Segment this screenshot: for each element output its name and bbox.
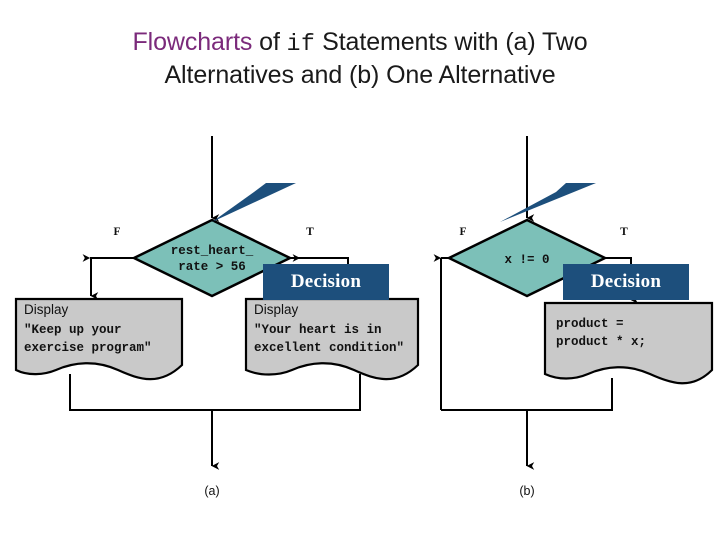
flowchart-figure: rest_heart_ rate > 56 F T Display "Keep … xyxy=(0,118,720,518)
flowchart-a: rest_heart_ rate > 56 F T Display "Keep … xyxy=(14,136,420,498)
flowchart-canvas: rest_heart_ rate > 56 F T Display "Keep … xyxy=(14,136,714,498)
caption-a: (a) xyxy=(204,484,219,498)
title-highlight-word: Flowcharts xyxy=(132,28,253,56)
display-box-false-a-header: Display xyxy=(24,302,69,317)
display-box-true-a-header: Display xyxy=(254,302,299,317)
display-box-false-a-line-1: "Keep up your xyxy=(24,323,122,337)
title-line-2: Alternatives and (b) One Alternative xyxy=(164,61,556,90)
display-box-false-a xyxy=(14,297,184,381)
callout-pointer-a xyxy=(212,183,296,222)
diamond-a-line-1: rest_heart_ xyxy=(171,244,254,258)
title-line-1: Flowcharts of if Statements with (a) Two xyxy=(0,26,720,59)
process-box-b-line-2: product * x; xyxy=(556,335,646,349)
branch-label-false-a: F xyxy=(113,226,120,238)
process-box-b-line-1: product = xyxy=(556,317,624,331)
caption-b: (b) xyxy=(519,484,534,498)
branch-label-false-b: F xyxy=(459,226,466,238)
callout-decision-b: Decision xyxy=(563,264,689,300)
callout-decision-a: Decision xyxy=(263,264,389,300)
process-box-b xyxy=(543,301,714,385)
display-box-true-a-line-1: "Your heart is in xyxy=(254,323,382,337)
merge-path-a xyxy=(69,374,361,411)
page-title: Flowcharts of if Statements with (a) Two… xyxy=(0,26,720,91)
diamond-a xyxy=(131,218,293,298)
display-box-false-a-line-2: exercise program" xyxy=(24,341,152,355)
merge-path-b xyxy=(441,378,613,411)
title-mid-text-2: Statements with (a) Two xyxy=(315,28,588,56)
diamond-a-line-2: rate > 56 xyxy=(178,260,246,274)
title-mid-text-1: of xyxy=(252,28,287,56)
title-mono-keyword: if xyxy=(286,31,316,57)
diamond-b-line-1: x != 0 xyxy=(504,253,549,267)
display-box-true-a-line-2: excellent condition" xyxy=(254,341,404,355)
branch-label-true-b: T xyxy=(620,226,628,238)
callout-pointer-b xyxy=(500,183,596,222)
branch-label-true-a: T xyxy=(306,226,314,238)
display-box-true-a xyxy=(244,297,420,381)
